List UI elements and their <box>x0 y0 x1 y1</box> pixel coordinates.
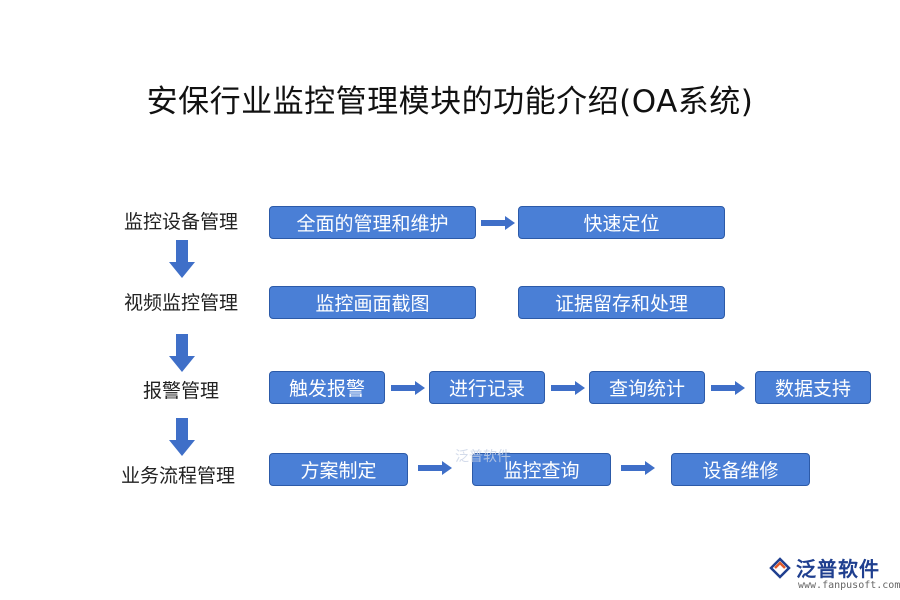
fanpu-logo-icon <box>769 556 791 579</box>
page-title: 安保行业监控管理模块的功能介绍(OA系统) <box>146 84 754 120</box>
right-arrow-r3-1 <box>391 381 425 395</box>
box-full-management: 全面的管理和维护 <box>269 206 476 239</box>
box-quick-locate: 快速定位 <box>518 206 725 239</box>
logo-url: www.fanpusoft.com <box>798 580 900 591</box>
down-arrow-1 <box>169 240 195 278</box>
right-arrow-r1-1 <box>481 216 515 230</box>
right-arrow-r4-1 <box>418 461 452 475</box>
box-equipment-repair: 设备维修 <box>671 453 810 486</box>
logo-text: 泛普软件 <box>796 557 880 581</box>
box-data-support: 数据支持 <box>755 371 871 404</box>
box-trigger-alarm: 触发报警 <box>269 371 385 404</box>
box-monitor-query: 监控查询 <box>472 453 611 486</box>
row-label-workflow: 业务流程管理 <box>121 465 236 487</box>
down-arrow-3 <box>169 418 195 456</box>
watermark: 泛普软件 <box>455 449 511 465</box>
box-record: 进行记录 <box>429 371 545 404</box>
right-arrow-r4-2 <box>621 461 655 475</box>
right-arrow-r3-2 <box>551 381 585 395</box>
box-plan: 方案制定 <box>269 453 408 486</box>
row-label-video: 视频监控管理 <box>124 292 239 314</box>
right-arrow-r3-3 <box>711 381 745 395</box>
brand-logo: 泛普软件 <box>768 553 880 582</box>
down-arrow-2 <box>169 334 195 372</box>
box-evidence: 证据留存和处理 <box>518 286 725 319</box>
box-query-stats: 查询统计 <box>589 371 705 404</box>
box-screenshot: 监控画面截图 <box>269 286 476 319</box>
row-label-device: 监控设备管理 <box>124 211 239 233</box>
row-label-alarm: 报警管理 <box>143 380 220 402</box>
